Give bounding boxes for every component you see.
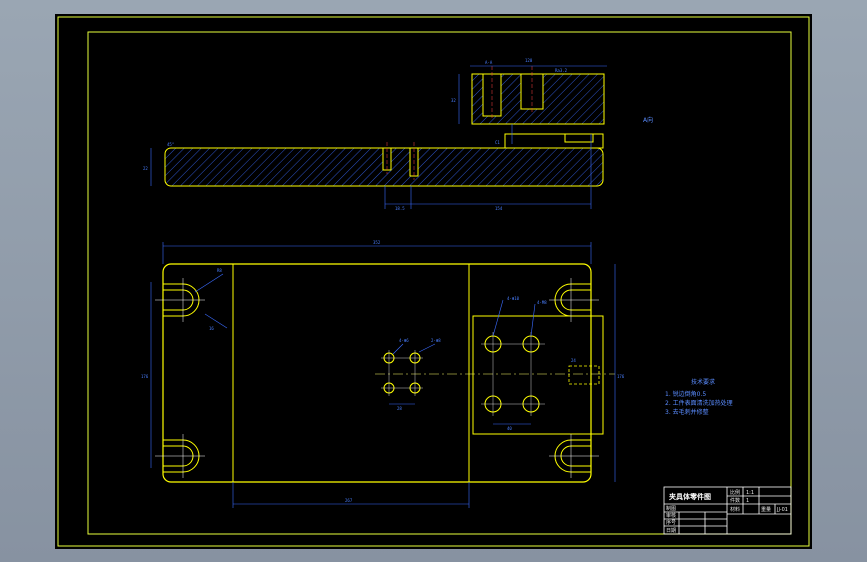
dim-overall-length: 352: [373, 240, 381, 245]
dim-side-short: 18.5: [395, 206, 405, 211]
plan-view-dimensions: [150, 242, 616, 508]
dim-hole-b: 2-Φ8: [431, 338, 441, 343]
dim-slot-r: R8: [217, 268, 222, 273]
title-block-scale-label: 比例: [730, 489, 740, 496]
title-block-sheet-value: 1: [746, 498, 749, 504]
title-block-sheet-label: 件数: [730, 497, 740, 504]
dim-pitch-y: 24: [571, 358, 576, 363]
tech-note-3: 3. 去毛刺并修整: [665, 408, 709, 416]
dim-hole-a: 4-Φ6: [399, 338, 409, 343]
inner-frame: [87, 31, 792, 535]
cad-viewport[interactable]: 22 18.5 154 120 32 45° C1 Ra3.2 A-A A向: [55, 14, 812, 549]
dim-inner-length: 267: [345, 498, 353, 503]
dim-height-right: 176: [617, 374, 625, 379]
dim-c1: C1: [495, 140, 500, 145]
title-block-drawn-label: 制图: [666, 505, 676, 512]
dim-pitch-x: 28: [397, 406, 402, 411]
title-block-scale-value: 1:1: [746, 490, 754, 496]
title-block-material-label: 材料: [730, 506, 740, 513]
tech-note-2: 2. 工件表面清洗加热处理: [665, 399, 733, 407]
u-slot-top-left: [155, 278, 205, 322]
title-block[interactable]: [663, 486, 792, 535]
bar-hole-2: [409, 142, 419, 180]
dim-angle: 45°: [167, 142, 174, 147]
title-block-weight-label: 重量: [761, 506, 771, 513]
tech-notes: 技术要求 1. 锐边倒角0.5 2. 工件表面清洗加热处理 3. 去毛刺并修整: [665, 378, 733, 416]
title-block-checked-label: 审核: [666, 512, 676, 519]
tech-note-1: 1. 锐边倒角0.5: [665, 390, 706, 398]
u-slot-top-right: [549, 278, 599, 322]
bar-hole-1: [382, 142, 392, 174]
title-block-name: 夹具体零件图: [669, 492, 711, 501]
dim-hole-d: 4-M8: [537, 300, 547, 305]
dim-hole-c: 4-Φ10: [507, 296, 520, 301]
top-block-section-view[interactable]: [470, 65, 607, 125]
title-block-row3-b: 日期: [666, 528, 676, 534]
dim-height-left: 176: [141, 374, 149, 379]
dim-top-width: 120: [525, 58, 533, 63]
u-slot-bottom-right: [549, 434, 599, 478]
dim-section-label: A-A: [485, 60, 493, 65]
dim-side-thickness: 22: [143, 166, 148, 171]
title-block-drawing-no: JJ-01: [776, 507, 788, 513]
u-slot-bottom-left: [155, 434, 205, 478]
dim-side-long: 154: [495, 206, 503, 211]
tech-notes-title: 技术要求: [691, 378, 715, 386]
top-view-dimensions: [150, 74, 592, 209]
dim-rough-a: Ra3.2: [555, 68, 568, 73]
title-block-row3-a: 序号: [666, 519, 676, 526]
small-hole-group: [381, 350, 423, 396]
plan-view[interactable]: [155, 263, 615, 483]
drawing-canvas: 22 18.5 154 120 32 45° C1 Ra3.2 A-A A向: [57, 16, 810, 547]
dim-slot-w: 16: [209, 326, 214, 331]
outer-frame: [57, 16, 810, 547]
side-section-view[interactable]: [164, 133, 604, 187]
view-label: A向: [643, 116, 653, 124]
dim-top-depth: 32: [451, 98, 456, 103]
dim-pitch-big: 40: [507, 426, 512, 431]
